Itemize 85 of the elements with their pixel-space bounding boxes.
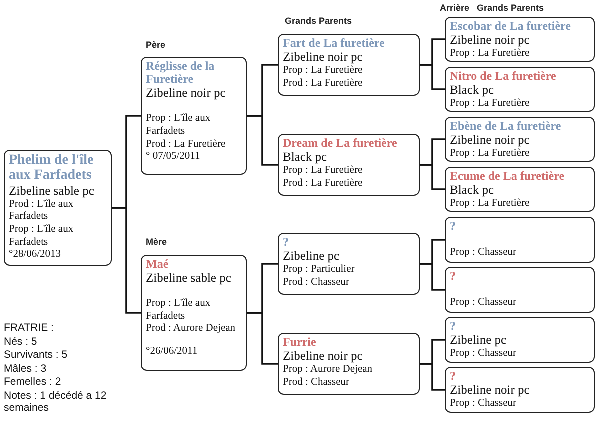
- info-line: Prop : Chasseur: [450, 247, 518, 260]
- coat-color: Zibeline sable pc: [9, 184, 96, 199]
- info-line: Prop : La Furetière: [450, 48, 531, 61]
- pedigree-card: [141, 57, 247, 175]
- pedigree-card: [278, 134, 420, 196]
- animal-name: ?: [450, 270, 457, 284]
- litter-info: Mâles : 3: [4, 362, 48, 376]
- column-heading: Père: [146, 40, 166, 50]
- info-line: Prod : Chasseur: [283, 276, 350, 290]
- info-line: Prop : L'île aux Farfadets: [146, 113, 212, 139]
- info-line: Prod : L'île aux Farfadets: [9, 198, 75, 224]
- coat-color: Zibeline noir pc: [283, 50, 364, 66]
- animal-name: Ecume de La furetière: [450, 170, 566, 184]
- pedigree-card: [445, 317, 595, 363]
- animal-name: ?: [450, 320, 457, 334]
- info-line: Prod : Chasseur: [283, 376, 350, 390]
- connector-line: [247, 115, 278, 166]
- info-line: Prod : Aurore Dejean: [146, 323, 237, 336]
- pedigree-card: [278, 333, 420, 395]
- animal-name: Phelim de l'île aux Farfadets: [9, 153, 95, 184]
- info-line: Prop : Chasseur: [450, 398, 518, 411]
- pedigree-card: [445, 167, 595, 212]
- litter-info: Survivants : 5: [4, 349, 69, 362]
- info-line: Prop : La Furetière: [283, 65, 364, 78]
- animal-name: Escobar de La furetière: [450, 20, 572, 34]
- coat-color: Black pc: [450, 183, 496, 198]
- info-line: Prop : Particulier: [283, 264, 356, 277]
- connector-line: [420, 164, 445, 190]
- coat-color: Black pc: [283, 150, 328, 166]
- coat-color: Zibeline noir pc: [450, 133, 531, 148]
- connector-line: [420, 64, 445, 90]
- info-line: Prop : La Furetière: [450, 198, 531, 211]
- litter-info: Notes : 1 décédé a 12 semaines: [4, 390, 108, 415]
- coat-color: Black pc: [450, 83, 496, 98]
- animal-name: Nitro de La furetière: [450, 70, 558, 84]
- coat-color: Zibeline pc: [450, 333, 508, 348]
- info-line: Prod : La Furetière: [283, 178, 364, 190]
- info-line: Prop : L'île aux Farfadets: [146, 298, 212, 324]
- coat-color: Zibeline sable pc: [146, 271, 232, 286]
- connector-line: [112, 207, 141, 314]
- info-line: Prod : La Furetière: [146, 138, 227, 152]
- litter-info: Femelles : 2: [4, 376, 62, 389]
- column-heading: Arrière Grands Parents: [440, 3, 544, 13]
- info-line: ° 07/05/2011: [146, 151, 202, 164]
- pedigree-card: [445, 217, 595, 263]
- animal-name: Réglisse de la Furetière: [146, 60, 216, 86]
- connector-line: [420, 263, 445, 291]
- info-line: Prop : Chasseur: [450, 348, 518, 361]
- info-line: Prop : La Furetière: [450, 98, 531, 111]
- info-line: Prop : La Furetière: [283, 165, 364, 178]
- animal-name: Dream de La furetière: [283, 137, 398, 150]
- litter-info: Nés : 5: [4, 336, 38, 348]
- coat-color: Zibeline noir pc: [283, 349, 364, 364]
- pedigree-card: [278, 233, 420, 295]
- info-line: °26/06/2011: [146, 346, 199, 359]
- coat-color: Zibeline noir pc: [450, 33, 531, 48]
- animal-name: ?: [450, 220, 457, 234]
- info-line: Prop : Chasseur: [450, 297, 518, 310]
- connector-line: [247, 312, 278, 365]
- coat-color: Zibeline noir pc: [146, 86, 227, 102]
- connector-line: [420, 363, 445, 391]
- pedigree-card: [445, 67, 595, 112]
- animal-name: Ebène de La furetière: [450, 120, 562, 134]
- pedigree-card: [445, 17, 595, 62]
- animal-name: Fart de La furetière: [283, 37, 386, 50]
- info-line: Prop : L'île aux Farfadets: [9, 224, 75, 250]
- coat-color: Zibeline noir pc: [450, 383, 531, 398]
- info-line: Prop : La Furetière: [450, 148, 531, 161]
- pedigree-card: [445, 267, 595, 313]
- column-heading: Grands Parents: [285, 16, 352, 26]
- pedigree-card: [4, 150, 112, 266]
- pedigree-card: [141, 255, 247, 371]
- info-line: Prod : La Furetière: [283, 78, 364, 90]
- animal-name: ?: [283, 236, 290, 250]
- litter-info: FRATRIE :: [4, 322, 55, 335]
- animal-name: Maé: [146, 258, 170, 272]
- animal-name: Furrie: [283, 336, 318, 350]
- animal-name: ?: [450, 370, 457, 384]
- pedigree-card: [445, 367, 595, 413]
- pedigree-card: [445, 117, 595, 162]
- info-line: °28/06/2013: [9, 249, 62, 262]
- info-line: Prop : Aurore Dejean: [283, 364, 374, 377]
- column-heading: Mère: [146, 237, 168, 247]
- coat-color: Zibeline pc: [283, 249, 341, 264]
- pedigree-card: [278, 34, 420, 96]
